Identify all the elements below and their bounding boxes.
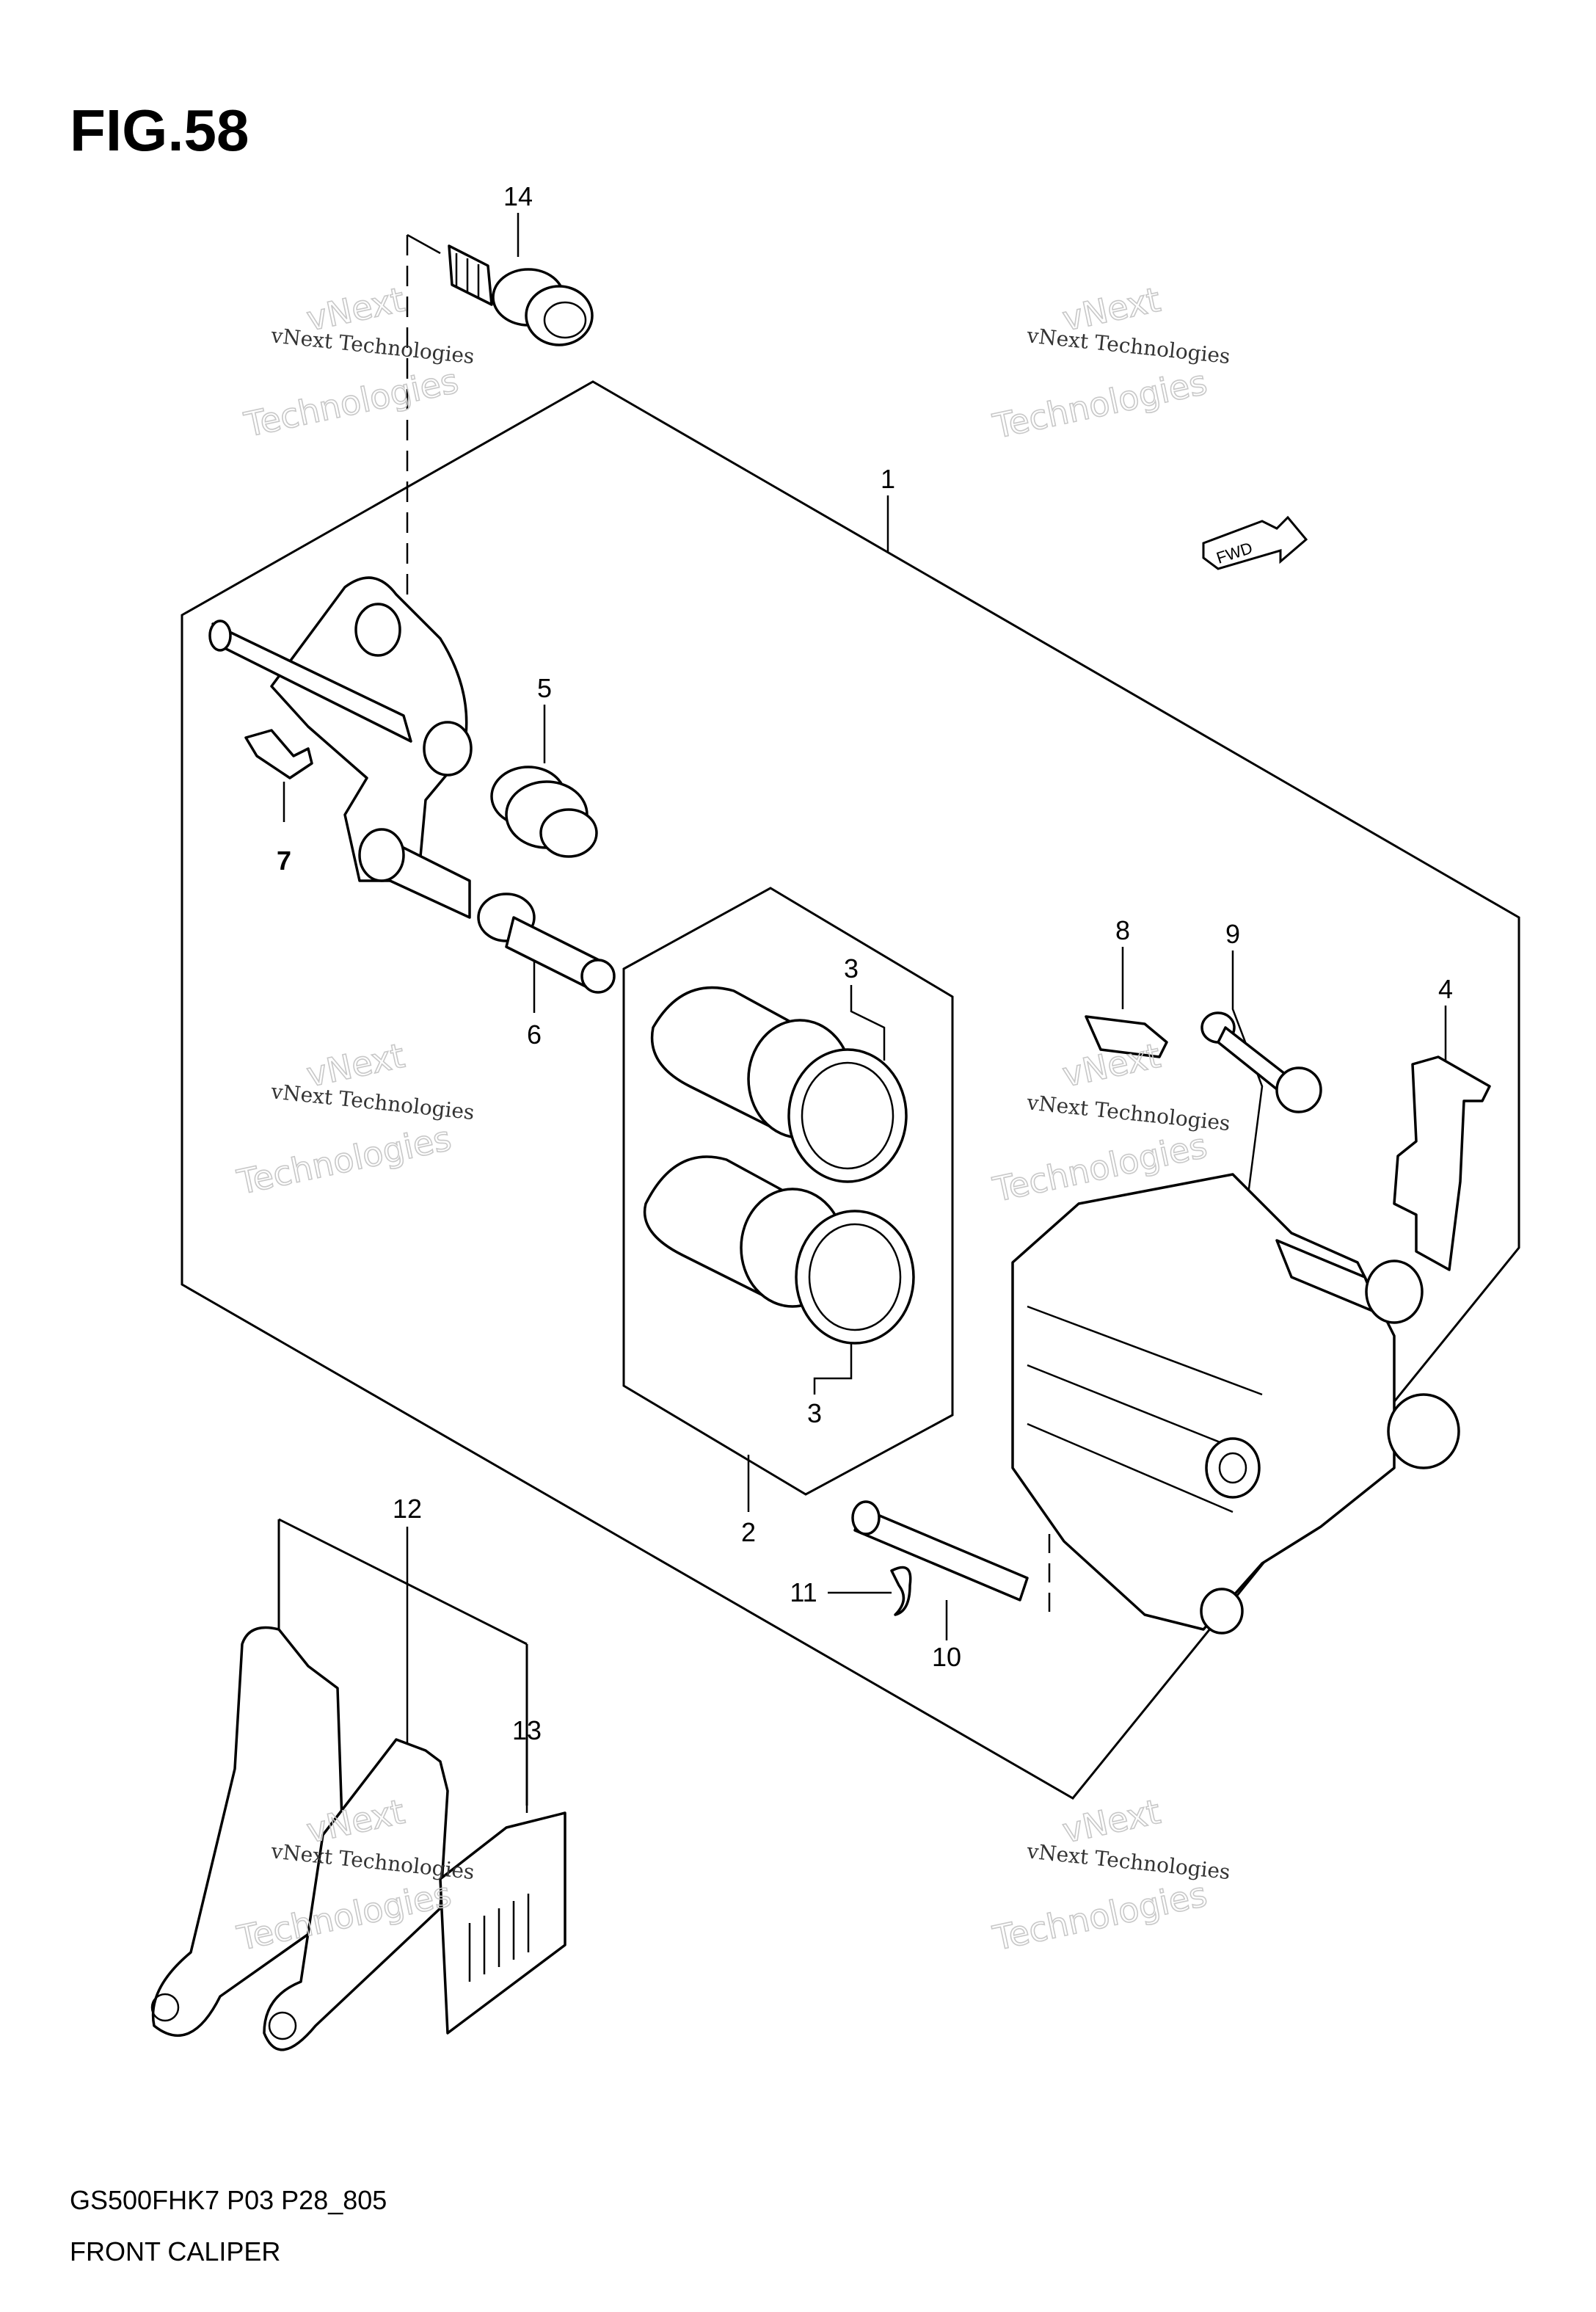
boot-5 [490, 766, 598, 858]
pin-10 [851, 1500, 1029, 1602]
callout-13: 13 [512, 1715, 542, 1745]
callout-1: 1 [881, 464, 895, 494]
pad-kit-outline-top [278, 1518, 528, 1646]
bleeder-8 [1085, 1015, 1168, 1058]
callout-6: 6 [527, 1019, 542, 1050]
clip-7 [244, 729, 313, 779]
pin-6 [477, 893, 616, 994]
clip-11 [890, 1566, 912, 1616]
callout-12: 12 [393, 1494, 422, 1524]
callout-10: 10 [932, 1642, 961, 1672]
callout-9: 9 [1225, 919, 1240, 949]
cap-9 [1200, 1011, 1322, 1113]
watermark-technologies: Technologies [241, 360, 462, 444]
watermark-bottom-right: vNext vNext Technologies Technologies [988, 1791, 1231, 1959]
watermark-vnext: vNext [1059, 1792, 1164, 1851]
caliper-bracket [208, 576, 473, 919]
watermark-technologies: Technologies [989, 1874, 1210, 1957]
callout-3-bottom: 3 [807, 1398, 822, 1428]
watermark-top-right: vNext vNext Technologies Technologies [988, 279, 1231, 447]
watermark-technologies: Technologies [233, 1118, 454, 1202]
bolt-center-line-top [407, 233, 441, 255]
shim-13 [439, 1811, 566, 2035]
caliper-body [1011, 1173, 1460, 1635]
callout-7: 7 [277, 846, 291, 876]
watermark-technologies: Technologies [989, 362, 1210, 446]
callout-4: 4 [1438, 974, 1453, 1004]
callout-14: 14 [503, 181, 533, 211]
pads-12 [150, 1626, 449, 2051]
callout-8: 8 [1115, 915, 1130, 945]
piston-kit-outline [622, 887, 954, 1496]
watermark-text: vNext Technologies [269, 323, 475, 368]
callout-11: 11 [790, 1577, 817, 1607]
caliper-assembly-outline [181, 380, 1520, 1800]
figure-label: FIG.58 [70, 98, 249, 163]
callout-3-top: 3 [844, 953, 859, 984]
watermark-text: vNext Technologies [1025, 323, 1231, 368]
seals-3 [787, 1048, 915, 1345]
leader-3-top [850, 985, 886, 1061]
footer-model-line: GS500FHK7 P03 P28_805 [70, 2185, 387, 2215]
callout-2: 2 [741, 1517, 756, 1547]
bolt-14 [448, 244, 594, 346]
callout-5: 5 [537, 673, 552, 703]
footer-title-line: FRONT CALIPER [70, 2236, 280, 2266]
watermark-mid-left: vNext vNext Technologies Technologies [233, 1035, 475, 1203]
watermark-text: vNext Technologies [269, 1079, 475, 1124]
spring-4 [1393, 1055, 1491, 1271]
watermark-top-left: vNext vNext Technologies Technologies [240, 279, 475, 446]
fwd-arrow-icon: FWD [1202, 515, 1308, 570]
watermark-vnext: vNext [1059, 1036, 1164, 1095]
